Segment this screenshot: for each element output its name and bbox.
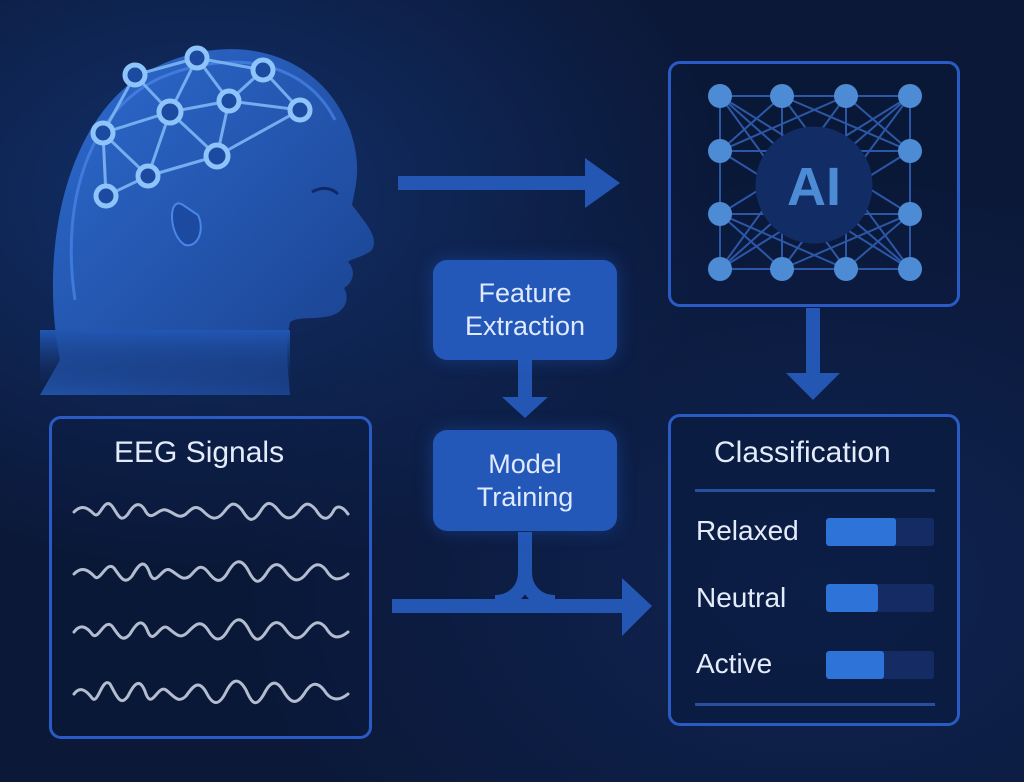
class-bar-fill	[826, 584, 878, 612]
model-training-label-line2: Training	[476, 481, 574, 512]
network-node-icon	[708, 84, 732, 108]
class-label-relaxed: Relaxed	[696, 515, 799, 546]
class-bar-neutral	[826, 584, 934, 612]
feature-extraction-box: Feature Extraction	[433, 260, 617, 360]
network-node-icon	[834, 84, 858, 108]
network-node-icon	[898, 139, 922, 163]
electrode-node-icon	[156, 98, 184, 126]
eeg-wave-line	[72, 502, 350, 521]
eeg-wave-line	[72, 618, 350, 641]
electrode-node-icon	[250, 57, 276, 83]
electrode-node-icon	[122, 62, 148, 88]
eeg-signals-title: EEG Signals	[114, 436, 285, 469]
network-node-icon	[708, 139, 732, 163]
electrode-node-icon	[135, 163, 161, 189]
class-label-active: Active	[696, 648, 773, 679]
arrow-down-feature-to-model-icon	[502, 358, 548, 418]
arrow-down-ai-to-classification-icon	[786, 308, 840, 400]
network-node-icon	[708, 202, 732, 226]
network-node-icon	[898, 202, 922, 226]
eeg-wave-line	[72, 560, 350, 583]
ai-model-panel	[668, 61, 960, 307]
network-node-icon	[770, 257, 794, 281]
feature-extraction-label-line2: Extraction	[464, 311, 586, 341]
class-bar-active	[826, 651, 934, 679]
head-silhouette-icon	[40, 49, 374, 400]
electrode-node-icon	[93, 183, 119, 209]
network-node-icon	[898, 84, 922, 108]
feature-extraction-label-line1: Feature	[478, 278, 572, 308]
ai-badge-label: AI	[787, 157, 841, 217]
arrow-head-to-ai-icon	[398, 158, 620, 208]
classification-title: Classification	[714, 436, 891, 469]
arrow-tip-icon	[622, 578, 652, 636]
classification-divider-top	[695, 489, 935, 492]
class-bar-relaxed	[826, 518, 934, 546]
eeg-signals-panel	[49, 416, 372, 739]
network-node-icon	[708, 257, 732, 281]
electrode-node-icon	[90, 120, 116, 146]
eeg-waveforms	[72, 502, 350, 705]
class-bar-fill	[826, 651, 885, 679]
electrode-node-icon	[287, 97, 313, 123]
network-node-icon	[898, 257, 922, 281]
eeg-wave-line	[72, 679, 350, 705]
network-node-icon	[770, 84, 794, 108]
model-training-label-line1: Model	[488, 448, 562, 479]
electrode-nodes	[90, 45, 313, 209]
class-bar-fill	[826, 518, 897, 546]
network-node-icon	[834, 257, 858, 281]
arrow-merge-to-classification-icon	[392, 532, 630, 613]
electrode-node-icon	[184, 45, 210, 71]
neural-network-icon: AI	[708, 84, 922, 281]
classification-divider-bottom	[695, 703, 935, 706]
class-label-neutral: Neutral	[696, 582, 787, 613]
electrode-node-icon	[216, 88, 242, 114]
electrode-node-icon	[203, 142, 231, 170]
model-training-box: Model Training	[433, 430, 617, 531]
